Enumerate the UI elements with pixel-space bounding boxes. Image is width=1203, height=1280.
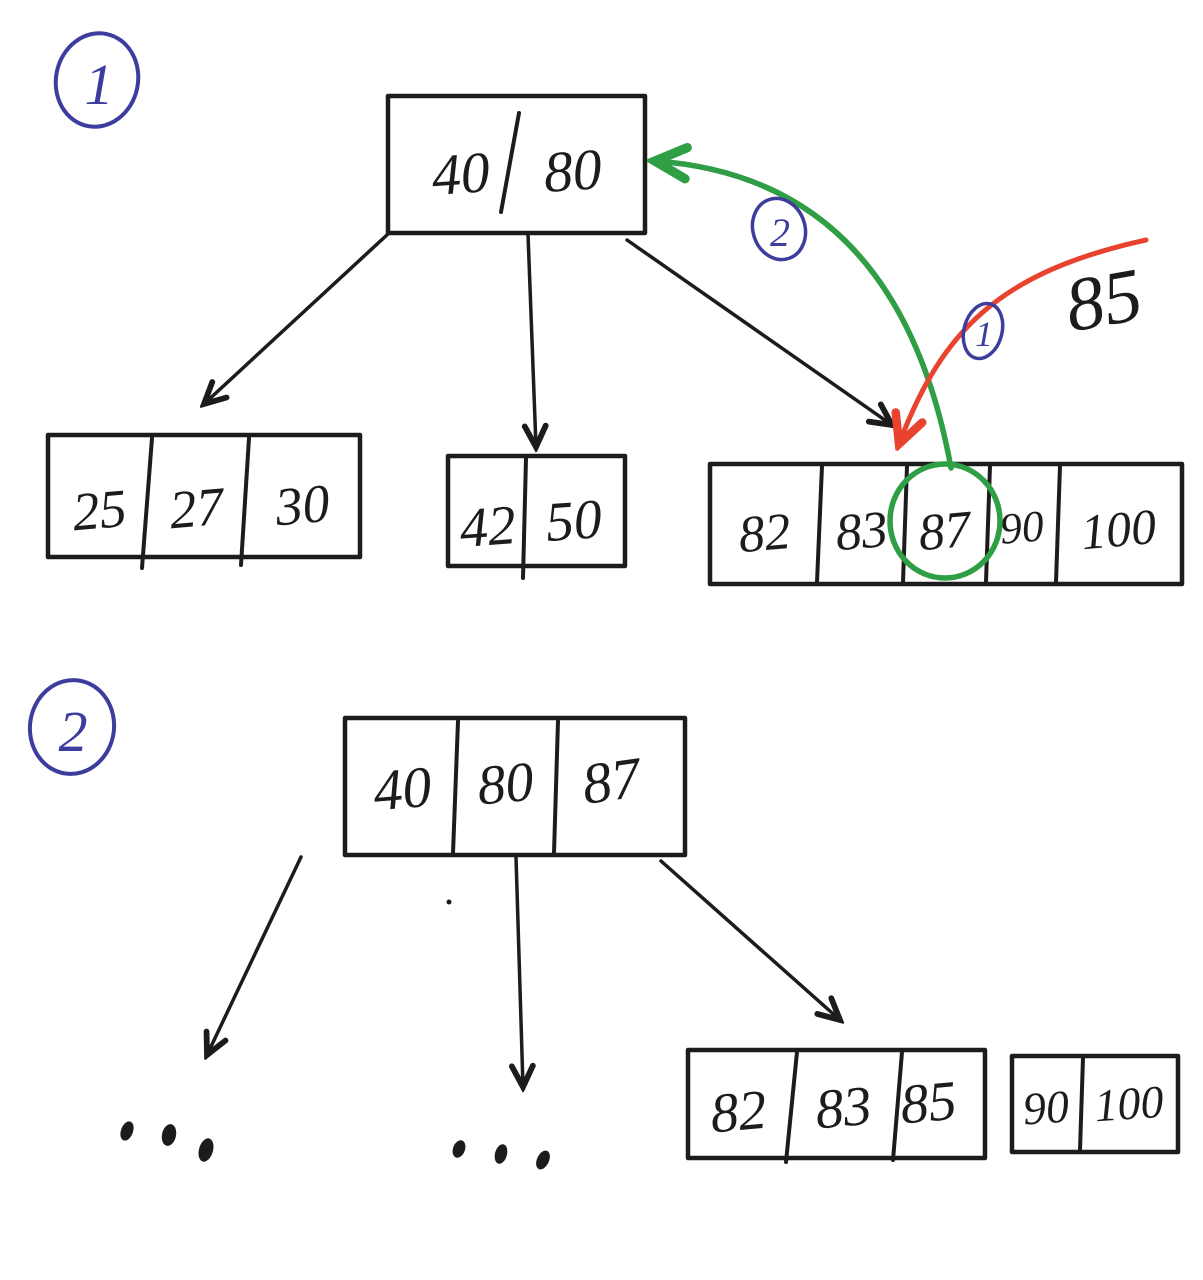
step2-root-divider-0 <box>451 719 460 855</box>
promote-arrow <box>655 161 954 471</box>
step2-root-key-0: 40 <box>371 754 434 824</box>
step2-sibling-node: 90 100 <box>1009 1053 1181 1155</box>
step1-badge-number: 1 <box>85 52 114 117</box>
ellipsis-dot <box>161 1124 177 1146</box>
step1-root-key-0: 40 <box>429 139 491 208</box>
step1-left-child-divider-0 <box>140 436 154 570</box>
step1-arrow-root-to-middle-child <box>528 232 536 447</box>
step2-badge-number: 2 <box>59 699 88 764</box>
stray-pen-dot <box>446 899 452 905</box>
step1-right-child-node: 82 83 87 90 100 <box>707 461 1185 587</box>
insert-order-badge-circle <box>961 301 1005 361</box>
step1-badge-circle <box>53 31 141 129</box>
step2-arrow-root-to-left-child <box>207 855 303 1055</box>
step1-right-child-key-4: 100 <box>1079 498 1159 560</box>
insert-order-badge-number: 1 <box>975 314 993 354</box>
step2-arrow-root-to-middle-child <box>516 855 523 1087</box>
promote-order-badge: 2 <box>750 196 808 262</box>
step1-right-child-key-3: 90 <box>998 501 1046 554</box>
step1-arrow-root-to-left-child <box>204 232 390 404</box>
step2-right-child-node: 82 83 85 <box>685 1047 988 1164</box>
ellipsis-dot <box>494 1144 508 1164</box>
promoted-key-highlight-circle <box>887 461 1003 581</box>
step1-middle-child-key-1: 50 <box>544 488 604 554</box>
step2-right-child-key-2: 85 <box>898 1070 959 1137</box>
step1-root-node: 40 80 <box>385 93 648 236</box>
step1-left-child-divider-1 <box>239 436 251 567</box>
step1-left-child-key-0: 25 <box>70 478 129 542</box>
ellipsis-dot <box>536 1150 550 1170</box>
step1-right-child-key-1: 83 <box>833 501 890 562</box>
step1-left-child-box <box>45 432 363 560</box>
step1-group: 1 40 80 25 27 30 42 50 <box>45 31 1185 587</box>
step1-right-child-key-2-highlighted: 87 <box>916 501 975 562</box>
step1-middle-child-divider <box>521 456 528 580</box>
step2-root-key-1: 80 <box>475 751 536 818</box>
ellipsis-dot <box>198 1138 214 1162</box>
step1-middle-child-node: 42 50 <box>445 453 628 580</box>
promote-order-badge-number: 2 <box>770 210 790 255</box>
step2-right-child-divider-0 <box>784 1050 799 1164</box>
step1-badge: 1 <box>53 31 141 129</box>
step1-middle-child-key-0: 42 <box>458 494 518 560</box>
step2-arrow-root-to-right-child <box>659 859 840 1020</box>
step1-left-child-key-1: 27 <box>167 476 228 541</box>
step2-sibling-key-0: 90 <box>1021 1080 1070 1134</box>
step2-middle-child-ellipsis <box>452 1140 550 1170</box>
step1-root-divider <box>499 111 521 214</box>
step2-root-key-2: 87 <box>578 744 646 817</box>
step1-right-child-divider-3 <box>1054 464 1062 584</box>
insert-order-badge: 1 <box>961 301 1005 361</box>
step1-root-key-1: 80 <box>541 136 603 205</box>
step2-right-child-key-1: 83 <box>813 1075 874 1142</box>
inserted-value-text: 85 <box>1059 252 1148 348</box>
step2-left-child-ellipsis <box>120 1121 214 1162</box>
step1-left-child-key-2: 30 <box>272 473 332 538</box>
ellipsis-dot <box>452 1140 466 1158</box>
step1-arrow-root-to-right-child <box>625 238 892 425</box>
ellipsis-dot <box>120 1121 134 1141</box>
step1-right-child-divider-0 <box>815 464 824 584</box>
step2-badge: 2 <box>27 678 117 776</box>
step2-sibling-box <box>1009 1053 1181 1155</box>
step1-left-child-node: 25 27 30 <box>45 432 363 570</box>
step2-group: 2 40 80 87 <box>27 678 1181 1170</box>
step2-sibling-key-1: 100 <box>1093 1076 1165 1132</box>
step1-middle-child-box <box>445 453 628 569</box>
promote-order-badge-circle <box>750 196 808 262</box>
step2-root-box <box>342 715 688 858</box>
insert-arrow <box>899 237 1149 444</box>
step1-right-child-key-0: 82 <box>736 503 793 564</box>
step2-root-divider-1 <box>552 719 560 855</box>
step1-root-box <box>385 93 648 236</box>
step2-badge-circle <box>27 678 117 776</box>
step2-right-child-divider-1 <box>891 1050 904 1162</box>
step2-sibling-divider <box>1078 1056 1085 1152</box>
step2-right-child-box <box>685 1047 988 1161</box>
step2-root-node: 40 80 87 <box>342 715 688 858</box>
step2-right-child-key-0: 82 <box>708 1079 769 1146</box>
